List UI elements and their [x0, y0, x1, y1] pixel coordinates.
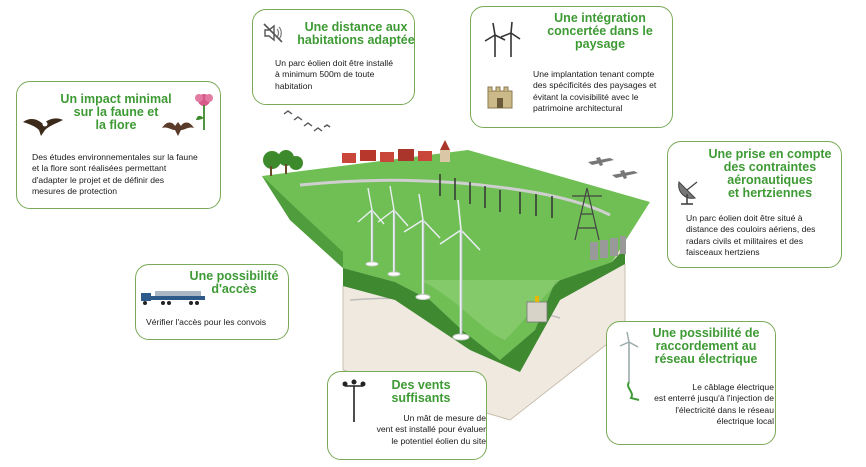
- card-contraintes-aeronautiques: Une prise en compte des contraintes aéro…: [667, 141, 842, 268]
- card-text: Une implantation tenant compte des spéci…: [533, 69, 657, 113]
- power-poles: [439, 174, 553, 218]
- card-text: Un mât de mesure de vent est installé po…: [376, 413, 486, 446]
- wind-turbines: [357, 185, 481, 341]
- card-title: Des vents suffisants: [391, 378, 451, 405]
- electric-pylon: [572, 187, 602, 241]
- card-title: Une possibilité de raccordement au résea…: [652, 326, 760, 366]
- card-vents-suffisants: Des vents suffisants Un mât de mesure de…: [327, 371, 487, 460]
- turbine-outlines: [372, 210, 463, 335]
- wind-turbines-icon: [484, 21, 521, 57]
- card-raccordement-reseau: Une possibilité de raccordement au résea…: [606, 321, 776, 445]
- card-title: Une intégration concertée dans le paysag…: [547, 11, 653, 51]
- birds-flock: [283, 110, 331, 132]
- card-title: Une distance aux habitations adaptée: [297, 20, 415, 47]
- no-sound-icon: [263, 23, 283, 43]
- valley: [420, 280, 560, 340]
- substation: [590, 236, 626, 260]
- card-distance-habitations: Une distance aux habitations adaptée Un …: [252, 9, 415, 105]
- grass-slope: [262, 176, 343, 268]
- card-impact-faune-flore: Un impact minimal sur la faune et la flo…: [16, 81, 221, 209]
- cable-turbine-icon: [619, 331, 640, 401]
- anemometer-icon: [342, 379, 366, 422]
- eagle-icon: [23, 118, 63, 136]
- card-text: Vérifier l'accès pour les convois: [146, 317, 267, 327]
- castle-icon: [487, 86, 513, 109]
- village-houses: [342, 140, 450, 163]
- card-integration-paysage: Une intégration concertée dans le paysag…: [470, 6, 673, 128]
- card-text: Le câblage électrique est enterré jusqu'…: [654, 382, 774, 426]
- card-text: Un parc éolien doit être installé à mini…: [275, 58, 393, 91]
- trees: [263, 150, 303, 176]
- card-title: Une possibilité d'accès: [189, 269, 279, 296]
- airplanes: [588, 157, 638, 179]
- card-title: Une prise en compte des contraintes aéro…: [708, 147, 832, 200]
- radar-dish-icon: [678, 180, 698, 205]
- flower-icon: [195, 94, 213, 130]
- bat-icon: [162, 122, 194, 136]
- truck-convoy-icon: [141, 291, 205, 305]
- card-possibilite-acces: Une possibilité d'accès Vérifier l'accès…: [135, 264, 289, 340]
- road: [299, 178, 611, 217]
- card-text: Des études environnementales sur la faun…: [32, 152, 198, 196]
- delivery-station: [526, 301, 548, 323]
- card-title: Un impact minimal sur la faune et la flo…: [60, 92, 172, 132]
- card-text: Un parc éolien doit être situé à distanc…: [686, 213, 816, 257]
- grass-top: [262, 150, 650, 360]
